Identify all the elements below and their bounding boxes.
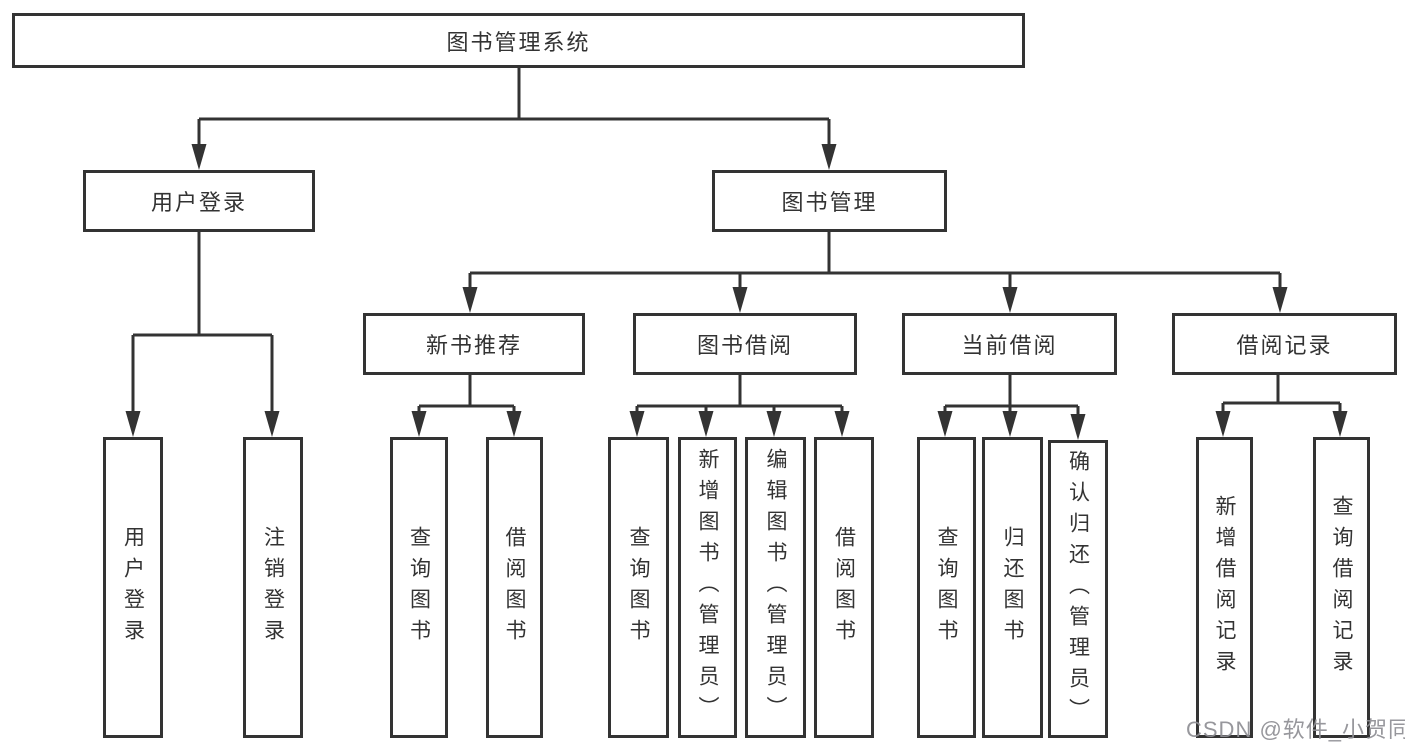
csdn-watermark: CSDN @软件_小贺同学	[1186, 717, 1405, 742]
node-new-book-recommend: 新书推荐	[363, 313, 585, 375]
leaf-query-books-borrow: 查询图书	[608, 437, 669, 738]
node-borrow-records: 借阅记录	[1172, 313, 1397, 375]
node-user-login: 用户登录	[83, 170, 315, 232]
leaf-add-borrow-record: 新增借阅记录	[1196, 437, 1253, 738]
leaf-logout: 注销登录	[243, 437, 303, 738]
leaf-return-books: 归还图书	[982, 437, 1043, 738]
leaf-confirm-return-admin: 确认归还（管理员）	[1048, 440, 1108, 738]
connector-lines	[131, 68, 1342, 416]
leaf-borrow-books: 借阅图书	[814, 437, 874, 738]
leaf-query-books-current: 查询图书	[917, 437, 976, 738]
node-current-borrow: 当前借阅	[902, 313, 1117, 375]
node-root-system: 图书管理系统	[12, 13, 1025, 68]
leaf-edit-book-admin: 编辑图书（管理员）	[745, 437, 806, 738]
leaf-query-borrow-record: 查询借阅记录	[1313, 437, 1370, 738]
leaf-query-books-recommend: 查询图书	[390, 437, 448, 738]
arrowhead-icons	[125, 144, 1348, 440]
leaf-add-book-admin: 新增图书（管理员）	[678, 437, 737, 738]
leaf-borrow-books-recommend: 借阅图书	[486, 437, 543, 738]
node-book-borrow: 图书借阅	[633, 313, 857, 375]
node-book-management: 图书管理	[712, 170, 947, 232]
leaf-user-login: 用户登录	[103, 437, 163, 738]
